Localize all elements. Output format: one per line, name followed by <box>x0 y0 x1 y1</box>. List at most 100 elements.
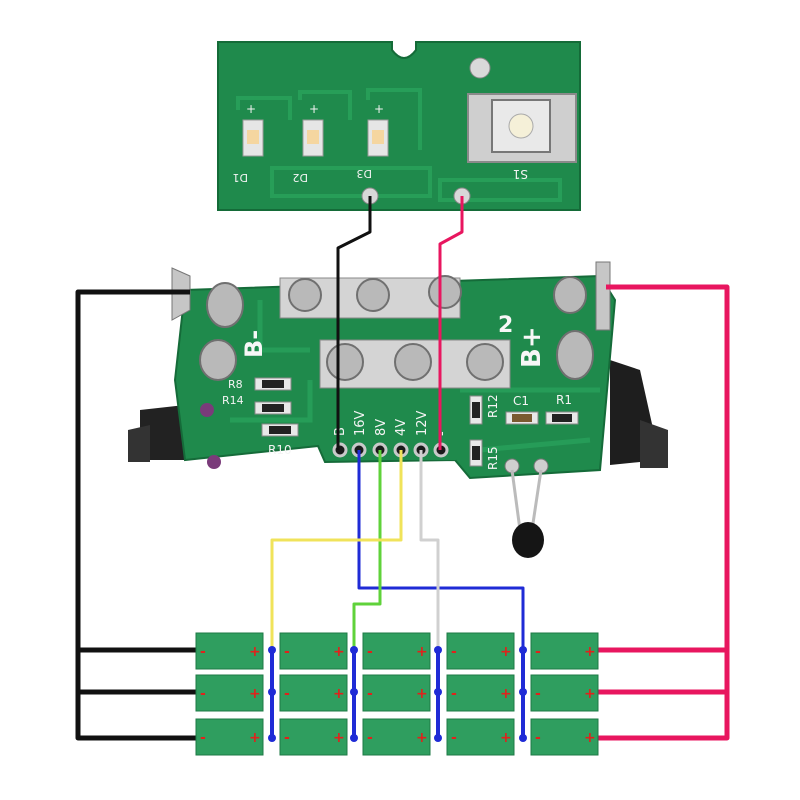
battery-cell: -+ <box>530 718 599 756</box>
series-joint-dot <box>268 734 276 742</box>
solder-joints <box>199 275 594 381</box>
series-joint-dot <box>519 734 527 742</box>
cell-minus-mark: - <box>284 730 290 746</box>
thermistor <box>504 458 549 558</box>
holder-right-tab <box>640 420 668 468</box>
smd-r12-body <box>472 402 480 418</box>
battery-cell-body <box>279 674 348 712</box>
cell-plus-mark: + <box>249 644 261 660</box>
series-joint-dot <box>350 688 358 696</box>
cell-minus-mark: - <box>367 730 373 746</box>
led-d1: + D1 <box>233 102 264 184</box>
series-joint-dot <box>434 734 442 742</box>
series-joint-dot <box>434 688 442 696</box>
battery-cell: -+ <box>362 674 431 712</box>
battery-cell-body <box>362 674 431 712</box>
cell-plus-mark: + <box>416 644 428 660</box>
battery-cell: -+ <box>362 632 431 670</box>
smd-r15-body <box>472 446 480 460</box>
cell-grid: -+-+-+-+-+-+-+-+-+-+-+-+-+-+-+ <box>195 632 599 756</box>
smd-r1-body <box>552 414 572 422</box>
led-d3: + D3 <box>357 102 389 180</box>
led-d3-lens <box>372 130 384 144</box>
solder-bottom-2 <box>394 343 432 381</box>
led-d3-label: D3 <box>357 167 372 180</box>
cell-plus-mark: + <box>584 730 596 746</box>
series-joints <box>268 646 527 742</box>
solder-bottom-3 <box>466 343 504 381</box>
cell-minus-mark: - <box>451 730 457 746</box>
led-board: + D1 + D2 + D3 S1 <box>217 41 581 211</box>
pin-minus-label: - <box>435 431 450 436</box>
cell-minus-mark: - <box>200 730 206 746</box>
pin-b-label: B <box>333 427 348 436</box>
wire-led-black <box>336 196 372 450</box>
testpoint-1 <box>200 403 214 417</box>
battery-cell: -+ <box>362 718 431 756</box>
wire-led-red <box>438 196 464 450</box>
wire-4v-yellow <box>270 450 403 650</box>
battery-cell: -+ <box>279 674 348 712</box>
series-joint-dot <box>350 734 358 742</box>
wire-b-plus <box>598 284 730 741</box>
pin-8v-label: 8V <box>374 419 389 436</box>
battery-cell-body <box>446 718 515 756</box>
bms-traces <box>230 300 600 453</box>
battery-cell-body <box>279 718 348 756</box>
battery-cell: -+ <box>530 632 599 670</box>
testpoint-2 <box>207 455 221 469</box>
wire-b-minus <box>75 289 196 741</box>
pin-4v-label: 4V <box>394 419 409 436</box>
cell-minus-mark: - <box>367 644 373 660</box>
led-d3-plus: + <box>374 102 384 116</box>
cell-plus-mark: + <box>333 686 345 702</box>
solder-b-plus <box>553 276 587 314</box>
r8-label: R8 <box>228 378 243 391</box>
series-joint-dot <box>268 688 276 696</box>
r10-label: R10 <box>268 443 292 457</box>
cell-minus-mark: - <box>535 730 541 746</box>
series-joint-dot <box>519 688 527 696</box>
battery-cell: -+ <box>195 718 264 756</box>
cell-plus-mark: + <box>416 730 428 746</box>
balance-header: B 16V 8V 4V 12V - <box>326 410 456 460</box>
led-d2-label: D2 <box>293 171 308 184</box>
led-d1-plus: + <box>246 102 256 116</box>
series-joint-dot <box>268 646 276 654</box>
battery-cell-body <box>530 632 599 670</box>
smd-r14-body <box>262 404 284 412</box>
cell-plus-mark: + <box>333 730 345 746</box>
led-d1-lens <box>247 130 259 144</box>
cell-minus-mark: - <box>367 686 373 702</box>
battery-cell: -+ <box>195 674 264 712</box>
battery-cell: -+ <box>279 632 348 670</box>
pin-b <box>332 442 348 458</box>
series-joint-dot <box>350 646 358 654</box>
battery-cell: -+ <box>530 674 599 712</box>
cell-plus-mark: + <box>584 644 596 660</box>
pin-12v-label: 12V <box>415 410 430 436</box>
holder-left-clip <box>140 405 185 460</box>
battery-cell-body <box>195 674 264 712</box>
battery-cell-body <box>362 632 431 670</box>
series-joint-dot <box>519 646 527 654</box>
b2-label: 2 <box>498 313 513 338</box>
switch-label: S1 <box>513 167 528 181</box>
battery-cell-body <box>446 674 515 712</box>
led-d2-plus: + <box>309 102 319 116</box>
cell-minus-mark: - <box>451 644 457 660</box>
led-board-traces <box>236 88 562 202</box>
battery-cell: -+ <box>279 718 348 756</box>
battery-cell-body <box>362 718 431 756</box>
smd-r8-body <box>262 380 284 388</box>
led-d1-label: D1 <box>233 171 248 184</box>
solder-b-plus-lower <box>556 330 594 380</box>
cell-plus-mark: + <box>249 730 261 746</box>
smd-left: R8 R14 R10 <box>200 377 299 469</box>
solder-b-minus-lower <box>199 339 237 381</box>
cell-minus-mark: - <box>535 644 541 660</box>
led-d2-lens <box>307 130 319 144</box>
cell-plus-mark: + <box>333 644 345 660</box>
r15-label: R15 <box>486 446 500 470</box>
